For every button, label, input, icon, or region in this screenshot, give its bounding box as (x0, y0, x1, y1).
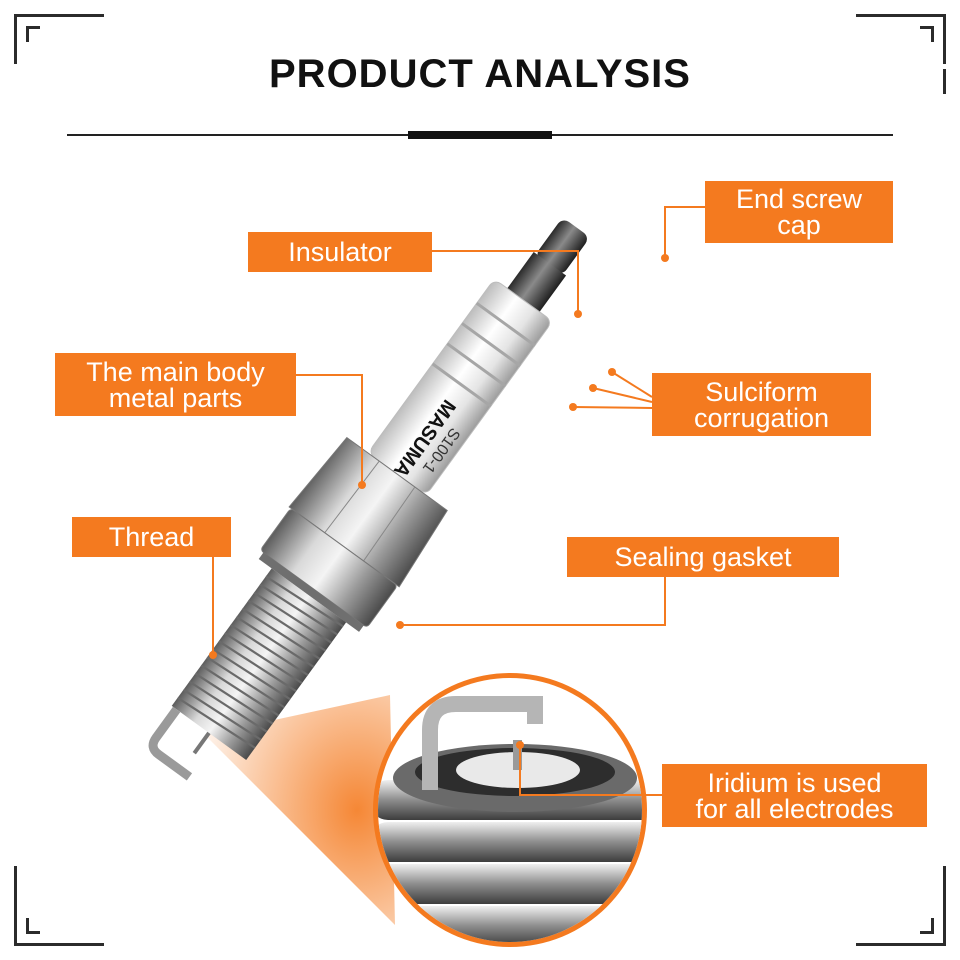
leader-dots (209, 254, 669, 749)
label-insulator: Insulator (248, 232, 432, 272)
label-thread: Thread (72, 517, 231, 557)
sealing-gasket-ring (261, 509, 397, 627)
magnifier-beam (205, 695, 395, 925)
leader-lines (212, 206, 707, 796)
threaded-shank (171, 568, 347, 760)
ground-electrode (148, 706, 193, 781)
label-main-body: The main body metal parts (55, 353, 296, 416)
label-iridium-electrodes: Iridium is used for all electrodes (662, 764, 927, 827)
corner-bracket-top-left (14, 14, 104, 94)
label-sulciform-corrugation: Sulciform corrugation (652, 373, 871, 436)
thread-lines (177, 575, 344, 749)
corner-bracket-top-right (856, 14, 946, 94)
page-title: PRODUCT ANALYSIS (269, 52, 691, 96)
corner-bracket-bottom-left (14, 866, 104, 946)
title-divider-accent (408, 131, 552, 139)
label-sealing-gasket: Sealing gasket (567, 537, 839, 577)
hex-nut (288, 436, 448, 588)
corner-bracket-bottom-right (856, 866, 946, 946)
terminal-cap (537, 220, 587, 273)
label-end-screw-cap: End screw cap (705, 181, 893, 243)
corrugation-ribs (431, 302, 536, 408)
